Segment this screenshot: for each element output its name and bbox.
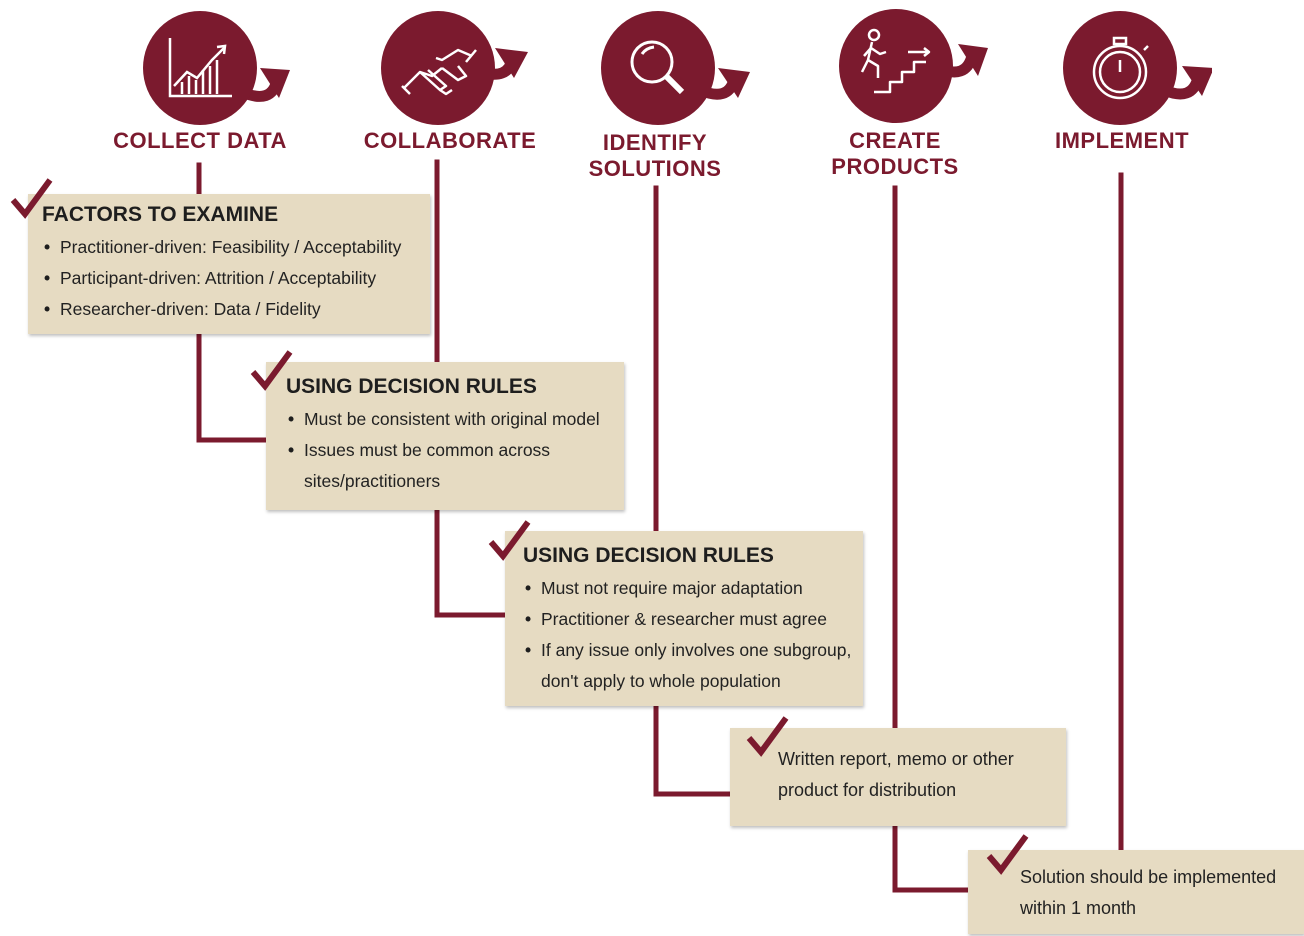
connector-create-products — [892, 185, 973, 893]
checkmark-icon — [488, 520, 531, 561]
stage-title-create-products: CREATE PRODUCTS — [831, 128, 959, 179]
connector-identify-solutions — [653, 185, 735, 797]
info-box-decision-rules-2: USING DECISION RULES Must not require ma… — [505, 531, 863, 706]
box-text: Solution should be implemented within 1 … — [1020, 867, 1277, 918]
checkmark-icon — [746, 716, 789, 757]
list-item: Issues must be common across sites/pract… — [286, 435, 612, 497]
bullet-list: Must not require major adaptation Practi… — [523, 573, 853, 697]
box-title: USING DECISION RULES — [523, 544, 774, 567]
info-box-implementation-timeline: Solution should be implemented within 1 … — [968, 850, 1304, 934]
list-item: If any issue only involves one subgroup,… — [523, 635, 853, 697]
stage-title-implement: IMPLEMENT — [1054, 128, 1190, 153]
magnifier-icon — [600, 10, 750, 130]
info-box-factors: FACTORS TO EXAMINE Practitioner-driven: … — [28, 194, 430, 334]
checkmark-icon — [986, 834, 1029, 875]
bullet-list: Practitioner-driven: Feasibility / Accep… — [42, 232, 430, 325]
stage-title-identify-solutions: IDENTIFY SOLUTIONS — [588, 130, 722, 181]
stage-title-collect-data: COLLECT DATA — [113, 128, 287, 153]
bullet-list: Must be consistent with original model I… — [286, 404, 612, 497]
list-item: Must not require major adaptation — [523, 573, 853, 604]
list-item: Researcher-driven: Data / Fidelity — [42, 294, 430, 325]
checkmark-icon — [250, 350, 293, 391]
chart-icon — [142, 10, 292, 130]
box-title: USING DECISION RULES — [286, 375, 537, 398]
box-text: Written report, memo or other product fo… — [778, 749, 1014, 800]
list-item: Must be consistent with original model — [286, 404, 612, 435]
handshake-icon — [380, 10, 530, 130]
list-item: Practitioner & researcher must agree — [523, 604, 853, 635]
connector-collaborate — [434, 159, 511, 618]
checkmark-icon — [10, 178, 53, 219]
stopwatch-icon — [1062, 10, 1214, 130]
info-box-written-report: Written report, memo or other product fo… — [730, 728, 1066, 826]
stage-title-collaborate: COLLABORATE — [363, 128, 537, 153]
box-title: FACTORS TO EXAMINE — [42, 203, 279, 226]
list-item: Practitioner-driven: Feasibility / Accep… — [42, 232, 430, 263]
info-box-decision-rules-1: USING DECISION RULES Must be consistent … — [266, 362, 624, 510]
stairs-climber-icon — [838, 8, 988, 128]
list-item: Participant-driven: Attrition / Acceptab… — [42, 263, 430, 294]
